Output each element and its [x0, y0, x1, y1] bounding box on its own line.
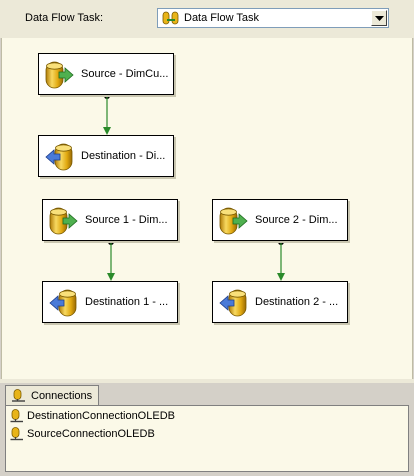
oledb-destination-icon	[45, 143, 73, 171]
data-path-0[interactable]	[103, 93, 111, 135]
source-1-component[interactable]: Source 1 - Dim...	[42, 199, 178, 241]
dropdown-button[interactable]	[371, 10, 387, 26]
destination-component[interactable]: Destination - Di...	[38, 135, 174, 177]
connection-name: DestinationConnectionOLEDB	[27, 410, 175, 422]
destination-1-component[interactable]: Destination 1 - ...	[42, 281, 178, 323]
component-label: Destination 2 - ...	[255, 296, 339, 308]
source-component[interactable]: Source - DimCu...	[38, 53, 174, 95]
connection-name: SourceConnectionOLEDB	[27, 428, 155, 440]
oledb-destination-icon	[219, 289, 247, 317]
selected-task-text: Data Flow Task	[184, 12, 259, 24]
component-label: Destination 1 - ...	[85, 296, 169, 308]
data-flow-task-icon	[162, 11, 180, 30]
data-flow-design-surface[interactable]: Source - DimCu... Destination - Di... So…	[1, 38, 413, 379]
connection-managers-panel: Connections DestinationConnectionOLEDB S…	[0, 383, 414, 476]
oledb-source-icon	[45, 61, 74, 89]
data-path-2[interactable]	[277, 239, 285, 281]
component-label: Destination - Di...	[81, 150, 166, 162]
task-label: Data Flow Task:	[25, 12, 104, 24]
tab-connections[interactable]: Connections	[5, 385, 99, 405]
data-path-1[interactable]	[107, 239, 115, 281]
toolbar: Data Flow Task: Data Flow Task	[0, 0, 414, 38]
connection-manager-icon	[12, 389, 25, 402]
oledb-source-icon	[219, 207, 248, 235]
connections-list: DestinationConnectionOLEDB SourceConnect…	[5, 405, 409, 472]
panel-splitter[interactable]	[0, 379, 414, 383]
connection-icon	[10, 427, 23, 441]
destination-2-component[interactable]: Destination 2 - ...	[212, 281, 348, 323]
component-label: Source - DimCu...	[81, 68, 169, 80]
component-label: Source 2 - Dim...	[255, 214, 338, 226]
chevron-down-icon	[375, 16, 384, 21]
source-2-component[interactable]: Source 2 - Dim...	[212, 199, 348, 241]
component-label: Source 1 - Dim...	[85, 214, 168, 226]
connection-icon	[10, 409, 23, 423]
oledb-destination-icon	[49, 289, 77, 317]
data-flow-task-dropdown[interactable]: Data Flow Task	[157, 8, 389, 28]
oledb-source-icon	[49, 207, 78, 235]
tab-label: Connections	[31, 390, 93, 402]
